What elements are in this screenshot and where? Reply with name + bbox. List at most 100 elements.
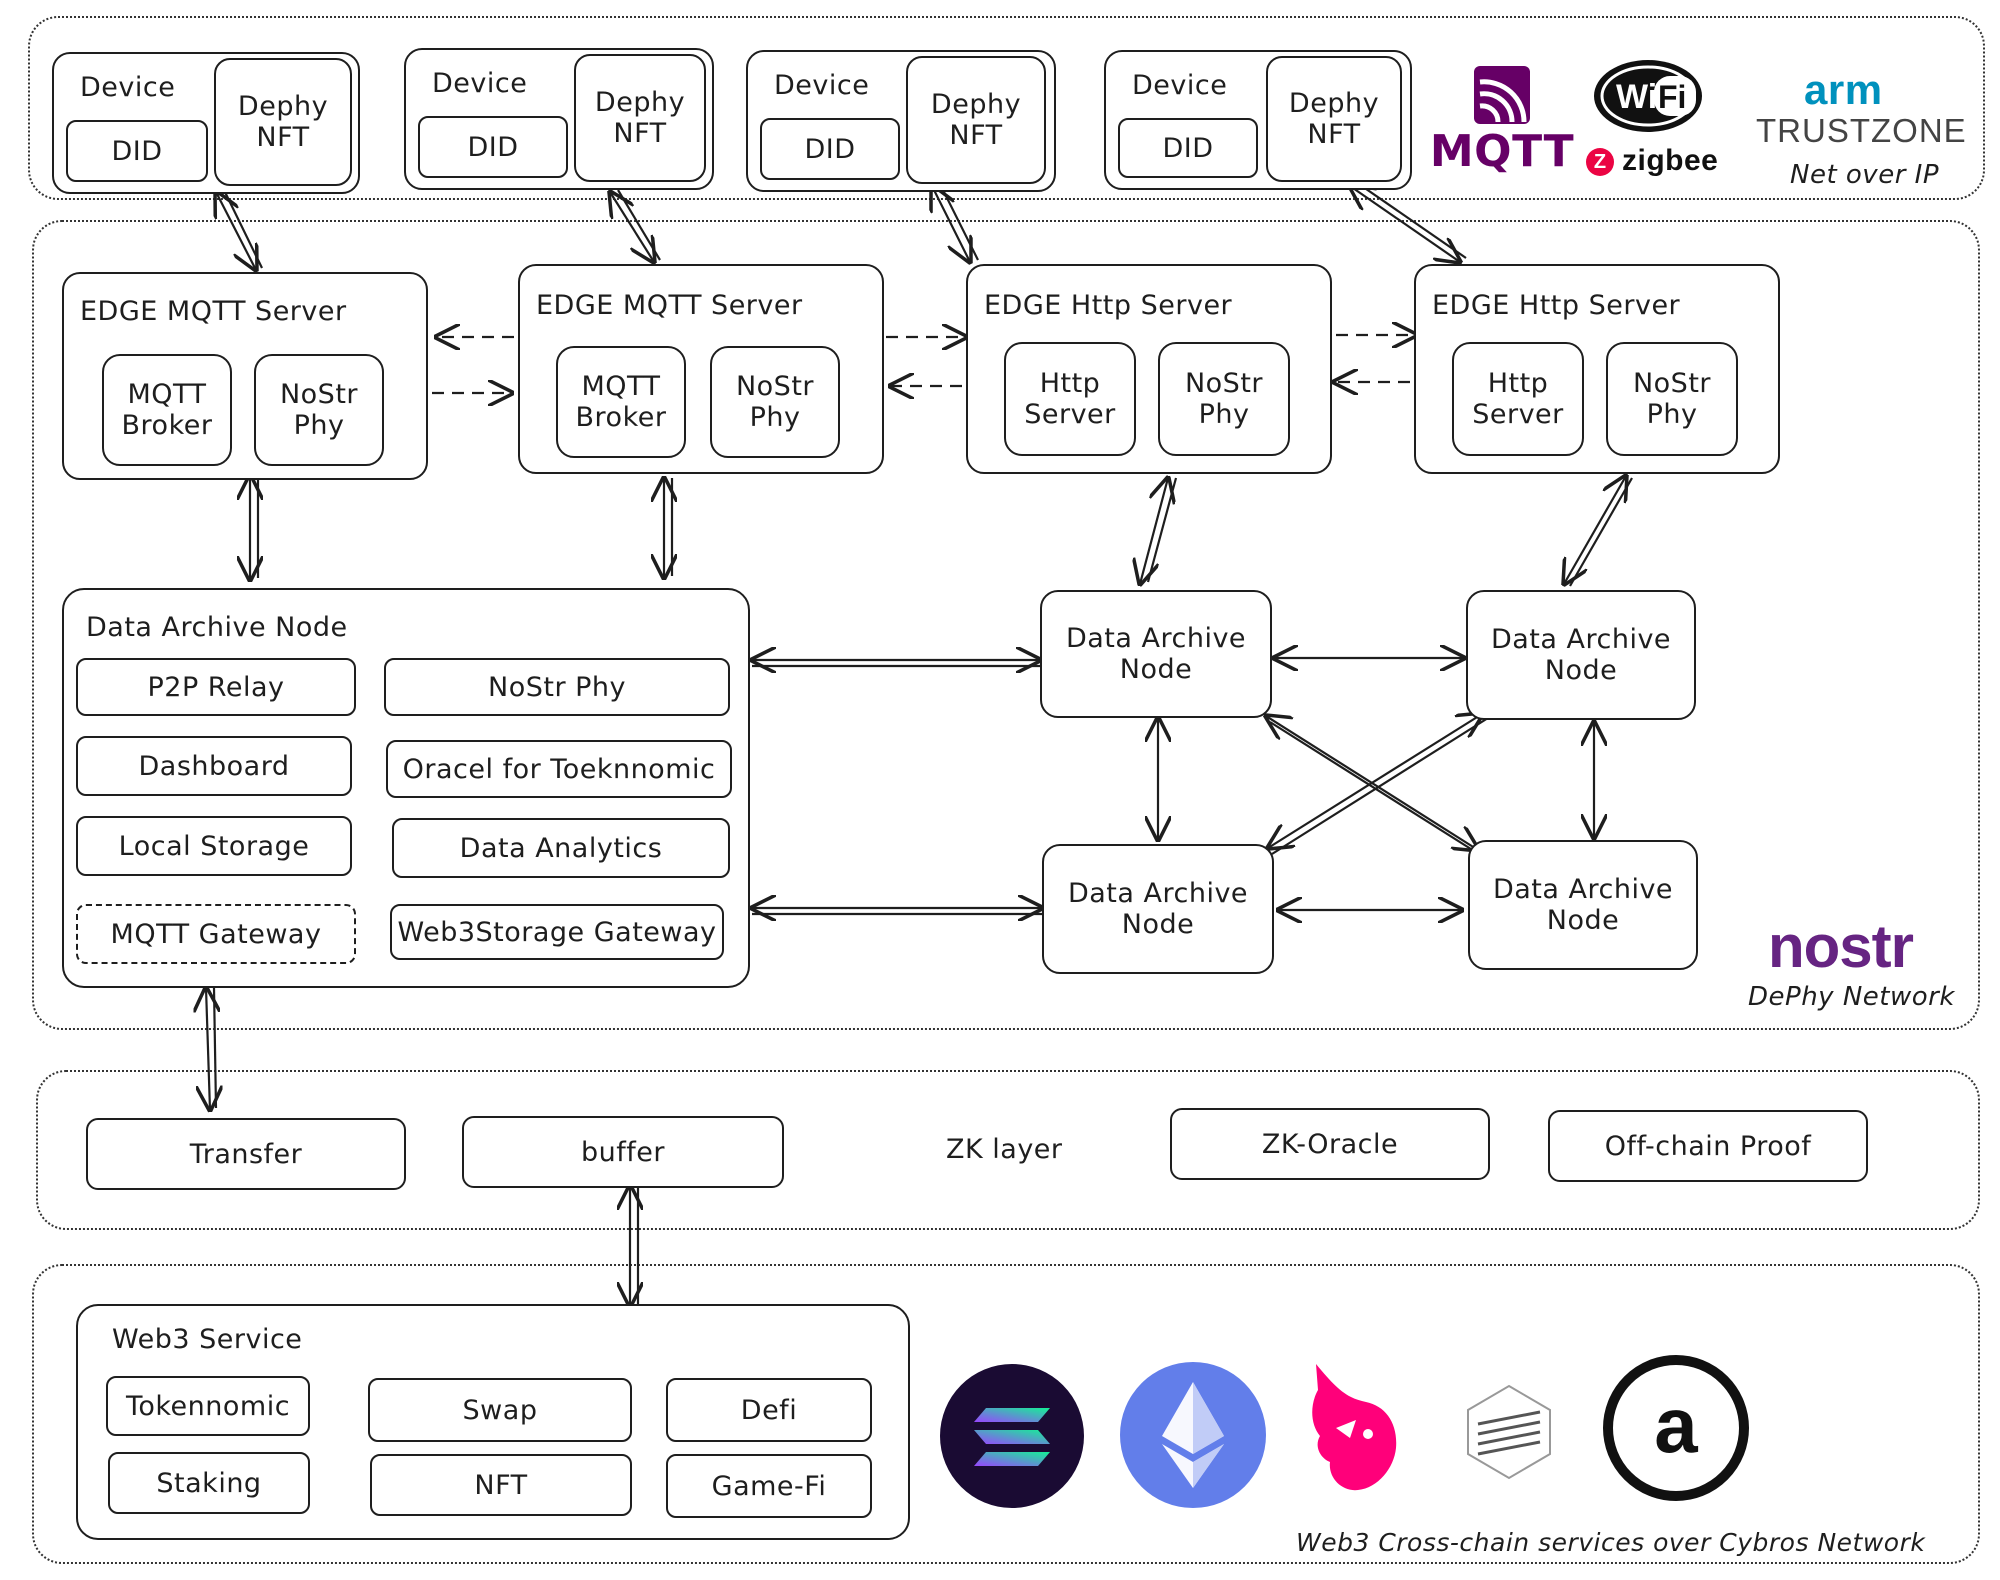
zk-layer-label: ZK layer [946, 1134, 1063, 1165]
node-line2: Node [1119, 654, 1193, 685]
component-b-line2: Phy [293, 410, 345, 441]
transfer-label: Transfer [189, 1138, 303, 1170]
edge-server-title: EDGE Http Server [1432, 290, 1681, 321]
local-storage: Local Storage [76, 816, 352, 876]
mqtt-waves-icon [1474, 66, 1530, 124]
transfer-box: Transfer [86, 1118, 406, 1190]
did-label: DID [467, 131, 519, 163]
did-box: DID [1118, 118, 1258, 178]
item-label: Staking [156, 1467, 262, 1499]
node-line2: Node [1546, 905, 1620, 936]
node-line2: Node [1544, 655, 1618, 686]
nft-line1: Dephy [930, 89, 1022, 120]
edge-server-title: EDGE MQTT Server [80, 296, 347, 327]
web3-layer-label: Web3 Cross-chain services over Cybros Ne… [1296, 1528, 1926, 1557]
device-label: Device [80, 72, 176, 103]
item-label: NoStr Phy [488, 671, 626, 703]
nostr-logo: nostr [1768, 913, 1914, 980]
ethereum-icon [1120, 1362, 1266, 1508]
zigbee-icon: Z [1586, 148, 1614, 176]
arweave-icon: a [1603, 1355, 1749, 1501]
zk-layer [36, 1070, 1980, 1230]
offchain-proof-box: Off-chain Proof [1548, 1110, 1868, 1182]
nft-line2: NFT [1307, 119, 1361, 150]
data-archive-node: Data Archive Node [1466, 590, 1696, 720]
web3-service: Web3 Service Tokennomic Swap Defi Stakin… [76, 1304, 910, 1540]
component-a-line2: Server [1024, 399, 1116, 430]
nft-box: NFT [370, 1454, 632, 1516]
item-label: P2P Relay [147, 671, 285, 703]
component-b-line2: Phy [1646, 399, 1698, 430]
tokenomic-box: Tokennomic [106, 1376, 310, 1436]
data-archive-node: Data Archive Node [1042, 844, 1274, 974]
item-label: Data Analytics [459, 832, 663, 864]
device-label: Device [774, 70, 870, 101]
p2p-relay: P2P Relay [76, 658, 356, 716]
item-label: Dashboard [138, 750, 290, 782]
data-archive-node: Data Archive Node [1468, 840, 1698, 970]
component-a-line1: Http [1487, 368, 1549, 399]
nft-line1: Dephy [237, 91, 329, 122]
swap-box: Swap [368, 1378, 632, 1442]
zigbee-text: zigbee [1622, 144, 1719, 177]
component-a-line1: MQTT [127, 379, 207, 410]
did-box: DID [760, 118, 900, 180]
data-analytics: Data Analytics [392, 818, 730, 878]
data-archive-node: Data Archive Node [1040, 590, 1272, 718]
nostr-phy: NoStr Phy [384, 658, 730, 716]
node-line1: Data Archive [1065, 623, 1247, 654]
did-box: DID [66, 120, 208, 182]
nft-line2: NFT [256, 122, 310, 153]
dephy-network-layer [32, 220, 1980, 1030]
component-b-line2: Phy [749, 402, 801, 433]
main-data-archive-node: Data Archive Node P2P Relay NoStr Phy Da… [62, 588, 750, 988]
did-box: DID [418, 116, 568, 178]
item-label: Web3Storage Gateway [397, 916, 717, 948]
item-label: Oracel for Toeknnomic [402, 753, 716, 785]
cross-chain-bridge-icon [1467, 1384, 1551, 1480]
device-layer-label: Net over IP [1790, 160, 1939, 190]
gamefi-box: Game-Fi [666, 1454, 872, 1518]
item-label: Defi [740, 1394, 798, 1426]
nft-line1: Dephy [1288, 88, 1380, 119]
web3storage-gateway: Web3Storage Gateway [390, 904, 724, 960]
zk-oracle-label: ZK-Oracle [1261, 1128, 1399, 1160]
component-b-line1: NoStr [1184, 368, 1264, 399]
did-label: DID [111, 135, 163, 167]
nft-line2: NFT [613, 118, 667, 149]
web3-layer [32, 1264, 1980, 1564]
device-layer [28, 16, 1985, 200]
svg-text:a: a [1654, 1381, 1698, 1469]
mqtt-logo: MQTT [1430, 62, 1574, 178]
svg-text:Fi: Fi [1658, 79, 1686, 115]
zk-oracle-box: ZK-Oracle [1170, 1108, 1490, 1180]
staking-box: Staking [108, 1452, 310, 1514]
edge-server-title: EDGE MQTT Server [536, 290, 803, 321]
did-label: DID [804, 133, 856, 165]
component-a-line2: Broker [121, 410, 213, 441]
nft-line1: Dephy [594, 87, 686, 118]
component-b-line1: NoStr [279, 379, 359, 410]
uniswap-icon [1312, 1364, 1397, 1491]
nft-line2: NFT [949, 120, 1003, 151]
did-label: DID [1162, 132, 1214, 164]
wifi-logo: Wi Fi [1592, 56, 1708, 136]
node-line1: Data Archive [1492, 874, 1674, 905]
offchain-proof-label: Off-chain Proof [1604, 1130, 1812, 1162]
node-line1: Data Archive [1067, 878, 1249, 909]
